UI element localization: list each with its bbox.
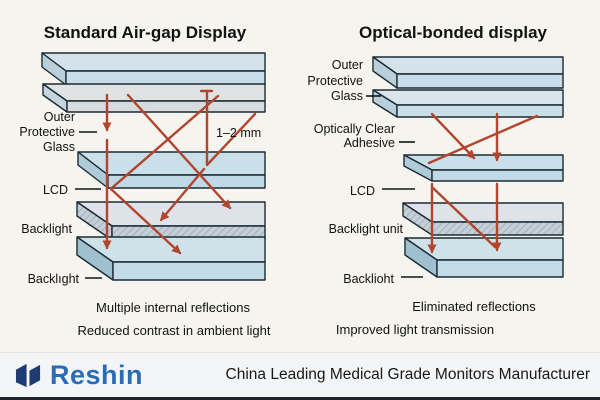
brand-tagline: China Leading Medical Grade Monitors Man… [225, 366, 590, 383]
lcd-label: LCD [350, 184, 375, 198]
slab-front-face [66, 100, 266, 113]
reshin-logo-icon [15, 363, 41, 387]
light-ray [159, 167, 206, 222]
left-labels: Outer Protective Glass 1–2 mm LCD Backli… [19, 110, 261, 286]
right-outer-glass-top-layer [372, 56, 564, 89]
logo-mark-left [15, 363, 27, 387]
slab-front-face [396, 73, 564, 89]
slab-front-face [65, 70, 266, 86]
brand-name: Reshin [50, 359, 144, 390]
reshin-logo: Reshin [14, 359, 144, 390]
right-outer-glass-lower-layer [372, 89, 564, 118]
left-caption-1: Multiple internal reflections [96, 300, 250, 315]
slab-top-face [372, 89, 564, 106]
light-ray [109, 187, 182, 255]
left-outer-glass-top-layer [41, 52, 266, 86]
outer-glass-label: Outer [44, 110, 75, 124]
right-backlight-unit-layer [402, 202, 564, 236]
light-ray [205, 112, 257, 167]
adhesive-label: Adhesive [344, 136, 395, 150]
right-backlight-bottom-layer [404, 237, 564, 278]
backlight-unit-label: Backlight unit [329, 222, 404, 236]
outer-glass-label: Outer [332, 58, 363, 72]
left-panel-title: Standard Air-gap Display [44, 23, 247, 42]
backlight-bottom-label: Backlioht [343, 272, 394, 286]
left-light-rays [102, 89, 257, 255]
slab-front-face [112, 261, 266, 281]
slab-front-face [431, 169, 564, 182]
air-gap-size-label: 1–2 mm [216, 126, 261, 140]
backlight-bottom-label: Backlıght [28, 272, 80, 286]
brand-footer: Reshin China Leading Medical Grade Monit… [0, 352, 600, 397]
logo-mark-right [29, 364, 41, 386]
left-outer-glass-lower-layer [42, 83, 266, 113]
slab-top-face [372, 56, 564, 75]
right-caption-2: Improved light transmission [336, 322, 494, 337]
light-ray [126, 93, 232, 210]
slab-front-face [107, 174, 266, 189]
right-light-rays [427, 112, 539, 254]
light-ray [111, 94, 220, 189]
left-backlight-bottom-layer [76, 236, 266, 281]
slab-top-face [41, 52, 266, 72]
right-panel-title: Optical-bonded display [359, 23, 548, 42]
slab-top-face [42, 83, 266, 102]
outer-glass-label: Protective [19, 125, 75, 139]
right-labels: Outer Protective Glass Optically Clear A… [307, 58, 423, 286]
slab-front-face [396, 104, 564, 118]
lcd-label: LCD [43, 183, 68, 197]
bottom-border [0, 397, 600, 400]
outer-glass-label: Glass [43, 140, 75, 154]
outer-glass-label: Protective [307, 74, 363, 88]
outer-glass-label: Glass [331, 89, 363, 103]
adhesive-label: Optically Clear [314, 122, 395, 136]
backlight-label: Backlight [21, 222, 72, 236]
comparison-diagram: Standard Air-gap Display [19, 23, 564, 338]
light-ray [431, 186, 497, 249]
right-lcd-layer [403, 154, 564, 182]
light-ray [430, 112, 476, 160]
light-ray [427, 114, 539, 165]
slab-front-face [436, 259, 564, 278]
left-caption-2: Reduced contrast in ambient light [78, 323, 271, 338]
right-caption-1: Eliminated reflections [412, 299, 536, 314]
